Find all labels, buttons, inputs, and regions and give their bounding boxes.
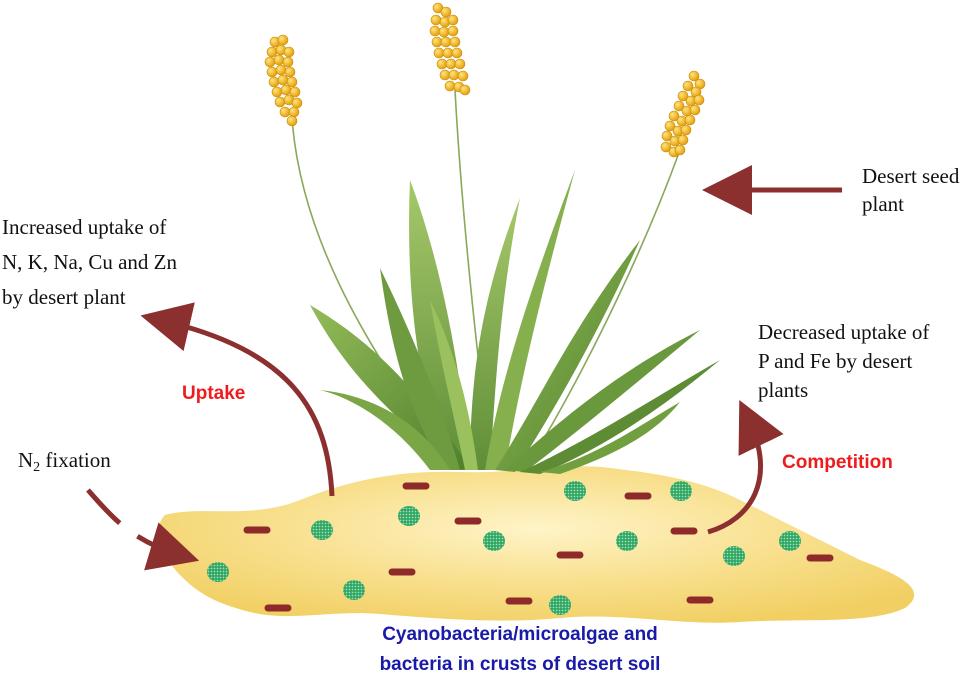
arrows — [86, 165, 842, 571]
n2-fixation-label: N2 fixation — [18, 446, 111, 475]
decreased-uptake-line1: Decreased uptake of — [758, 320, 930, 344]
uptake-label: Uptake — [182, 383, 246, 404]
desert-seed-plant-line1: Desert seed — [862, 164, 960, 188]
n2-fixation-prefix: N — [18, 448, 34, 472]
competition-label: Competition — [782, 452, 893, 473]
soil-crust — [158, 466, 915, 623]
n2-fixation-suffix: fixation — [40, 448, 111, 472]
increased-uptake-line2: N, K, Na, Cu and Zn — [2, 250, 177, 274]
decreased-uptake-line2: P and Fe by desert — [758, 349, 913, 373]
seed-head-icon — [264, 2, 706, 158]
increased-uptake-label: Increased uptake of N, K, Na, Cu and Zn … — [2, 210, 177, 315]
caption-line2: bacteria in crusts of desert soil — [379, 654, 661, 675]
grass-plant-icon — [310, 170, 720, 474]
caption-line1: Cyanobacteria/microalgae and — [382, 624, 658, 645]
desert-seed-plant-label: Desert seed plant — [862, 162, 959, 218]
increased-uptake-line3: by desert plant — [2, 285, 126, 309]
desert-seed-plant-line2: plant — [862, 192, 904, 216]
decreased-uptake-label: Decreased uptake of P and Fe by desert p… — [758, 318, 929, 405]
rod-bacterium-icon — [243, 482, 834, 612]
n2-fixation-subscript: 2 — [33, 460, 41, 475]
uptake-arrow — [140, 302, 335, 497]
decreased-uptake-line3: plants — [758, 378, 809, 402]
green-cell-icon — [207, 481, 801, 615]
caption: Cyanobacteria/microalgae and bacteria in… — [300, 620, 740, 679]
increased-uptake-line1: Increased uptake of — [2, 215, 167, 239]
n2-fixation-arrow — [86, 488, 200, 571]
competition-arrow — [707, 399, 784, 535]
